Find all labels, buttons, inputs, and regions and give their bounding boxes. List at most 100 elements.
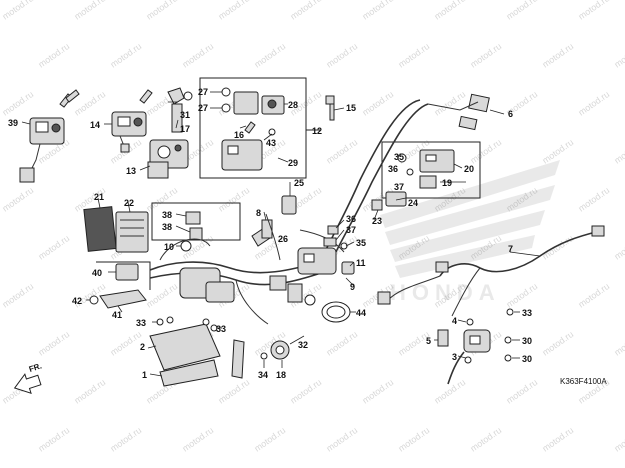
honda-brand-watermark: HONDA [390,280,501,305]
callout-36b: 36 [346,214,356,224]
watermark-text: motod.ru [576,185,611,214]
callout-37a: 37 [394,182,404,192]
callout-39: 39 [8,118,18,128]
callout-24: 24 [408,198,418,208]
watermark-text: motod.ru [540,41,575,70]
callout-18: 18 [276,370,286,380]
watermark-text: motod.ru [72,377,107,406]
callout-38b: 38 [162,222,172,232]
callout-36a: 36 [388,164,398,174]
main-switch-unit [147,139,189,179]
watermark-text: motod.ru [288,377,323,406]
watermark-text: motod.ru [36,329,71,358]
callout-42: 42 [72,296,82,306]
callout-20: 20 [464,164,474,174]
watermark-text: motod.ru [36,425,71,454]
watermark-text: motod.ru [180,425,215,454]
switch-group-frame [151,202,241,241]
callout-22: 22 [124,198,134,208]
watermark-text: motod.ru [576,89,611,118]
callout-12: 12 [312,126,322,136]
watermark-text: motod.ru [612,425,625,454]
watermark-text: motod.ru [324,137,359,166]
watermark-text: motod.ru [288,0,323,22]
callout-4: 4 [452,316,457,326]
callout-17: 17 [180,124,190,134]
callout-8: 8 [256,208,261,218]
callout-27a: 27 [198,87,208,97]
callout-44: 44 [356,308,366,318]
callout-23: 23 [372,216,382,226]
bracket-40-41-42 [89,263,147,309]
front-direction-arrow: FR. [13,361,43,394]
callout-34: 34 [258,370,268,380]
watermark-text: motod.ru [216,377,251,406]
watermark-text: motod.ru [36,233,71,262]
watermark-text: motod.ru [540,329,575,358]
callout-10: 10 [164,242,174,252]
callout-33a: 33 [136,318,146,328]
watermark-text: motod.ru [180,41,215,70]
bracket-group-frame [96,261,151,290]
watermark-text: motod.ru [360,0,395,22]
callout-33c: 33 [522,308,532,318]
callout-11: 11 [356,258,366,268]
watermark-text: motod.ru [72,0,107,22]
watermark-text: motod.ru [108,41,143,70]
callout-35b: 35 [356,238,366,248]
callout-2: 2 [140,342,145,352]
watermark-text: motod.ru [432,0,467,22]
watermark-text: motod.ru [216,0,251,22]
watermark-text: motod.ru [0,0,35,22]
watermark-text: motod.ru [0,281,35,310]
watermark-text: motod.ru [144,0,179,22]
watermark-text: motod.ru [0,185,35,214]
watermark-text: motod.ru [360,89,395,118]
ignition-group-frame [199,77,307,179]
callout-6: 6 [508,109,513,119]
honda-wing-watermark: HONDA [380,160,560,305]
watermark-text: motod.ru [540,425,575,454]
watermark-text: motod.ru [36,41,71,70]
callout-28: 28 [288,100,298,110]
watermark-text: motod.ru [612,41,625,70]
key-15 [325,95,335,121]
callout-41: 41 [112,310,122,320]
callout-35a: 35 [394,152,404,162]
diagram-code: K363F4100A [560,377,607,386]
watermark-text: motod.ru [360,377,395,406]
watermark-text: motod.ru [432,377,467,406]
callout-29: 29 [288,158,298,168]
watermark-text: motod.ru [0,89,35,118]
wire-harness-main [149,195,345,325]
watermark-text: motod.ru [108,329,143,358]
callout-1: 1 [142,370,147,380]
watermark-text: motod.ru [468,425,503,454]
watermark-text: motod.ru [216,185,251,214]
watermark-text: motod.ru [612,233,625,262]
watermark-text: motod.ru [324,329,359,358]
watermark-text: motod.ru [324,425,359,454]
callout-labels: 39 14 13 31 17 27 27 16 28 43 12 15 29 2… [8,87,532,380]
watermark-text: motod.ru [396,41,431,70]
callout-37b: 37 [346,225,356,235]
watermark-text: motod.ru [576,281,611,310]
control-module-21-22 [83,206,149,253]
callout-16: 16 [234,130,244,140]
callout-9: 9 [350,282,355,292]
sensor-18-34 [231,339,290,379]
callout-26: 26 [278,234,288,244]
callout-15: 15 [346,103,356,113]
watermark-text: motod.ru [468,41,503,70]
watermark-text: motod.ru [504,281,539,310]
side-harness-7 [377,225,605,317]
watermark-text: motod.ru [576,0,611,22]
callout-27b: 27 [198,103,208,113]
callout-32: 32 [298,340,308,350]
watermark-text: motod.ru [612,329,625,358]
callout-19: 19 [442,178,452,188]
callout-38a: 38 [162,210,172,220]
callout-14: 14 [90,120,100,130]
connectors-35-36-37-11 [323,225,355,275]
